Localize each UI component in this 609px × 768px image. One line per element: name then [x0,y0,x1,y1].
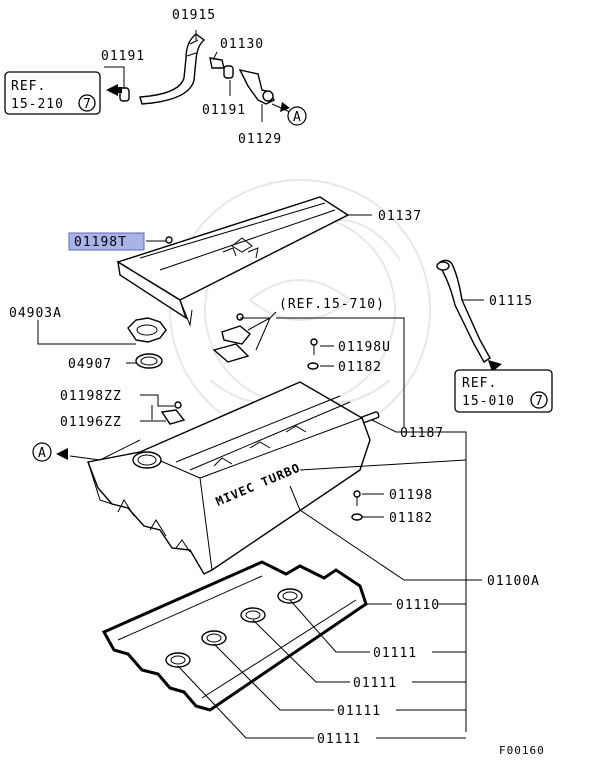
seal-3 [240,607,266,623]
callout-01110[interactable]: 01110 [396,598,440,613]
small-hardware [160,313,380,521]
seal-1 [165,652,191,668]
flow-arrows [56,84,502,460]
callout-04907[interactable]: 04907 [68,357,112,372]
selected-part-highlight [68,232,145,251]
callout-01187[interactable]: 01187 [400,426,444,441]
callout-01130[interactable]: 01130 [220,37,264,52]
callout-01111-b[interactable]: 01111 [353,676,397,691]
svg-text:A: A [38,446,46,461]
callout-01198[interactable]: 01198 [389,488,433,503]
rocker-gasket [101,560,368,712]
plug-seals [165,588,303,668]
callout-01198U[interactable]: 01198U [338,340,391,355]
callout-ref-15-710[interactable]: (REF.15-710) [279,297,385,312]
marker-a-top: A [287,106,307,126]
ref-box-right[interactable]: REF. 15-010 7 [454,369,553,413]
fitting-01130 [209,57,225,69]
callout-01182-b[interactable]: 01182 [389,511,433,526]
clamp-01191-mid [223,65,234,79]
ref-right-num: 7 [535,394,543,409]
callout-01137[interactable]: 01137 [378,209,422,224]
callout-01111-d[interactable]: 01111 [317,732,361,747]
rocker-cover [87,381,371,575]
callout-labels: 01915 01191 01130 01191 01129 01137 0119… [9,8,545,757]
seal-2 [201,630,227,646]
callout-01198ZZ[interactable]: 01198ZZ [60,389,122,404]
callout-01196ZZ[interactable]: 01196ZZ [60,415,122,430]
callout-01115[interactable]: 01115 [489,294,533,309]
marker-a-left: A [32,442,52,462]
callout-01198T[interactable]: 01198T [74,235,127,250]
callout-01129[interactable]: 01129 [238,132,282,147]
ref-left-num: 7 [83,97,91,112]
callout-01182-a[interactable]: 01182 [338,360,382,375]
callout-01915[interactable]: 01915 [172,8,216,23]
callout-01111-a[interactable]: 01111 [373,646,417,661]
arrow-to-a-left [56,448,68,460]
oil-cap-assembly [127,317,167,369]
ref-right-line2: 15-010 [462,394,515,409]
breather-hose-01115 [436,259,491,364]
arrow-down-right [488,360,502,372]
callout-04903A[interactable]: 04903A [9,306,62,321]
callout-01100A[interactable]: 01100A [487,574,540,589]
figure-code: F00160 [499,744,545,757]
cap-gasket [135,353,163,369]
seal-4 [277,588,303,604]
oil-filler-cap [127,317,167,343]
hose-01915 [139,33,206,105]
callout-01191-mid[interactable]: 01191 [202,103,246,118]
callout-01191-top[interactable]: 01191 [101,49,145,64]
ref-left-line1: REF. [11,79,46,94]
ref-box-left[interactable]: REF. 15-210 7 [4,71,101,115]
ref-right-line1: REF. [462,376,497,391]
breather-hose-assembly [119,33,275,105]
arrow-to-a-top [280,102,290,112]
svg-text:A: A [293,110,301,125]
callout-01111-c[interactable]: 01111 [337,704,381,719]
ref-left-line2: 15-210 [11,97,64,112]
